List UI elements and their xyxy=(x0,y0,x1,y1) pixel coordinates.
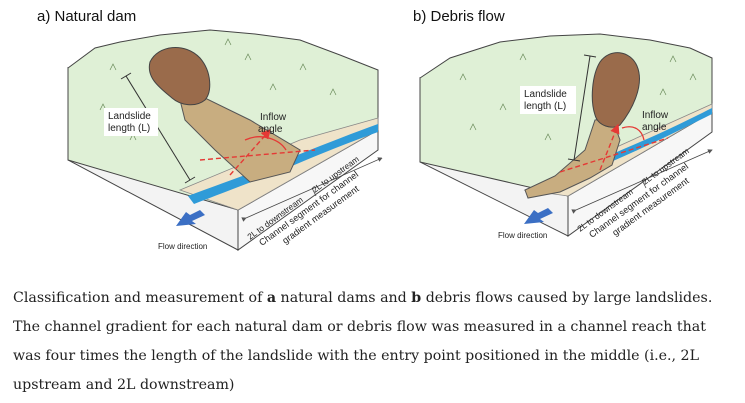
landslide-diagram: Landslide length (L) Inflow angle Flow d… xyxy=(67,29,713,251)
caption-label-a: a xyxy=(266,290,277,306)
inflow-angle-arc xyxy=(244,136,287,151)
landslide-length-label-line2: length (L) xyxy=(524,101,566,112)
landslide-length-label-line1: Landslide xyxy=(524,89,567,100)
segment-extent-line xyxy=(241,157,383,222)
flow-direction-arrow xyxy=(176,210,205,226)
caption-label-b: b xyxy=(411,290,422,306)
inflow-angle-label-line2: angle xyxy=(258,124,283,135)
vegetation-marks xyxy=(459,53,697,141)
inflow-angle-label-line1: Inflow xyxy=(260,112,287,123)
inflow-angle-arc xyxy=(621,126,645,141)
panel-a-title: a) Natural dam xyxy=(37,8,137,25)
landslide-length-line xyxy=(573,55,591,161)
flow-direction-label: Flow direction xyxy=(498,231,547,240)
landslide-length-label-line2: length (L) xyxy=(108,123,150,134)
landslide-length-label-line1: Landslide xyxy=(108,111,151,122)
inflow-angle-label-line1: Inflow xyxy=(642,110,669,121)
landslide-scar xyxy=(148,46,211,106)
segment-extent-line xyxy=(571,149,713,214)
landslide-scar xyxy=(591,52,640,128)
flow-direction-label: Flow direction xyxy=(158,242,207,251)
figure-caption: Classification and measurement of a natu… xyxy=(13,290,713,393)
panel-b-title: b) Debris flow xyxy=(413,8,505,25)
panel-b-diagram: Landslide length (L) Inflow angle Flow d… xyxy=(419,33,713,240)
channel-measure-line xyxy=(199,149,316,161)
inflow-angle-label-line2: angle xyxy=(642,122,667,133)
flow-direction-arrow xyxy=(524,208,553,224)
panel-a-diagram: Landslide length (L) Inflow angle Flow d… xyxy=(67,29,383,251)
